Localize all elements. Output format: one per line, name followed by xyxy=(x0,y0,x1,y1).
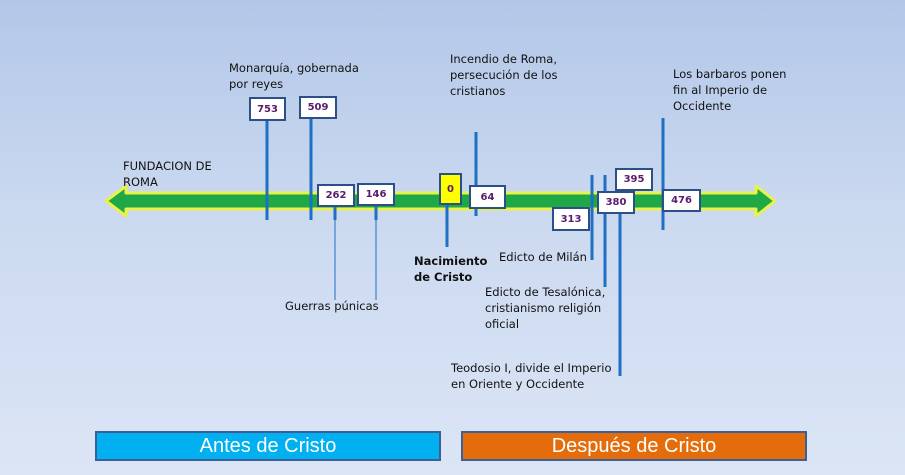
label-nacimiento: Nacimiento de Cristo xyxy=(414,254,488,284)
year-64: 64 xyxy=(469,185,506,209)
label-teodosio: Teodosio I, divide el Imperio en Oriente… xyxy=(451,361,612,391)
label-incendio: Incendio de Roma, persecución de los cri… xyxy=(450,52,558,98)
label-milan: Edicto de Milán xyxy=(499,250,587,264)
year-0: 0 xyxy=(439,173,462,205)
era-ad-bar: Después de Cristo xyxy=(461,431,807,461)
year-380: 380 xyxy=(597,191,635,214)
year-313: 313 xyxy=(552,207,590,231)
year-509: 509 xyxy=(299,96,337,119)
label-barbaros: Los barbaros ponen fin al Imperio de Occ… xyxy=(673,67,787,113)
label-monarquia: Monarquía, gobernada por reyes xyxy=(229,61,359,91)
label-guerras: Guerras púnicas xyxy=(285,299,379,313)
year-476: 476 xyxy=(662,189,701,212)
year-395: 395 xyxy=(615,168,653,191)
label-tesalonica: Edicto de Tesalónica, cristianismo relig… xyxy=(485,285,606,331)
tick-marks xyxy=(265,118,665,376)
era-bc-bar: Antes de Cristo xyxy=(95,431,441,461)
year-753: 753 xyxy=(249,97,286,121)
connectors xyxy=(334,220,377,300)
year-262: 262 xyxy=(317,184,355,207)
label-fundacion: FUNDACION DE ROMA xyxy=(123,159,212,189)
year-146: 146 xyxy=(357,183,395,206)
